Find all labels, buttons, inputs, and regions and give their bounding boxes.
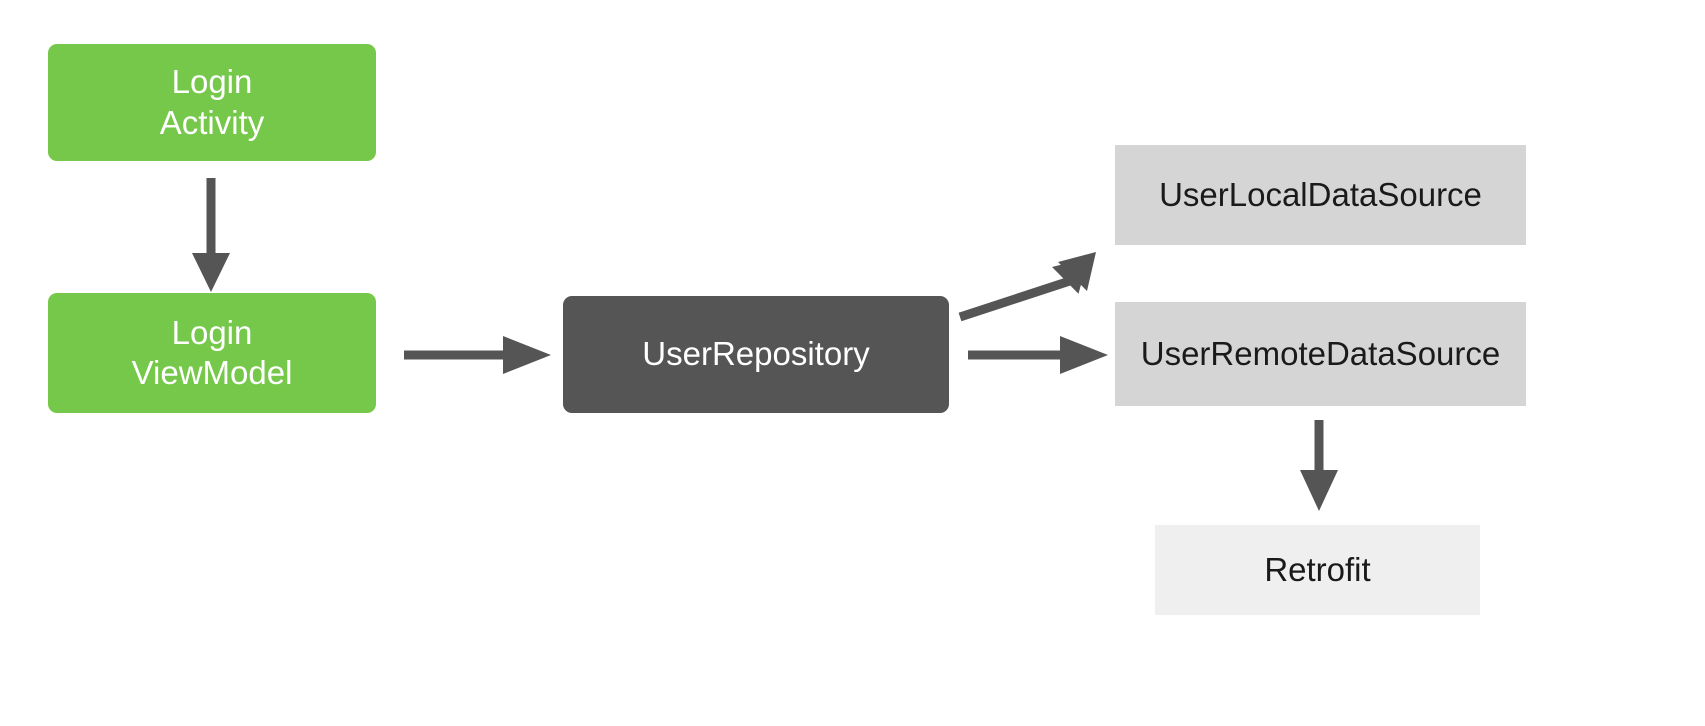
edge-repository-to-remote: [968, 336, 1108, 374]
node-retrofit[interactable]: Retrofit: [1155, 525, 1480, 615]
node-user-remote-datasource[interactable]: UserRemoteDataSource: [1115, 302, 1526, 406]
node-login-viewmodel[interactable]: Login ViewModel: [48, 293, 376, 413]
edge-viewmodel-to-repository: [404, 336, 551, 374]
edge-remote-to-retrofit: [1300, 420, 1338, 511]
node-login-activity[interactable]: Login Activity: [48, 44, 376, 161]
edge-repository-to-local: [958, 252, 1096, 322]
node-user-repository[interactable]: UserRepository: [563, 296, 949, 413]
edge-activity-to-viewmodel: [192, 178, 230, 292]
node-user-local-datasource[interactable]: UserLocalDataSource: [1115, 145, 1526, 245]
